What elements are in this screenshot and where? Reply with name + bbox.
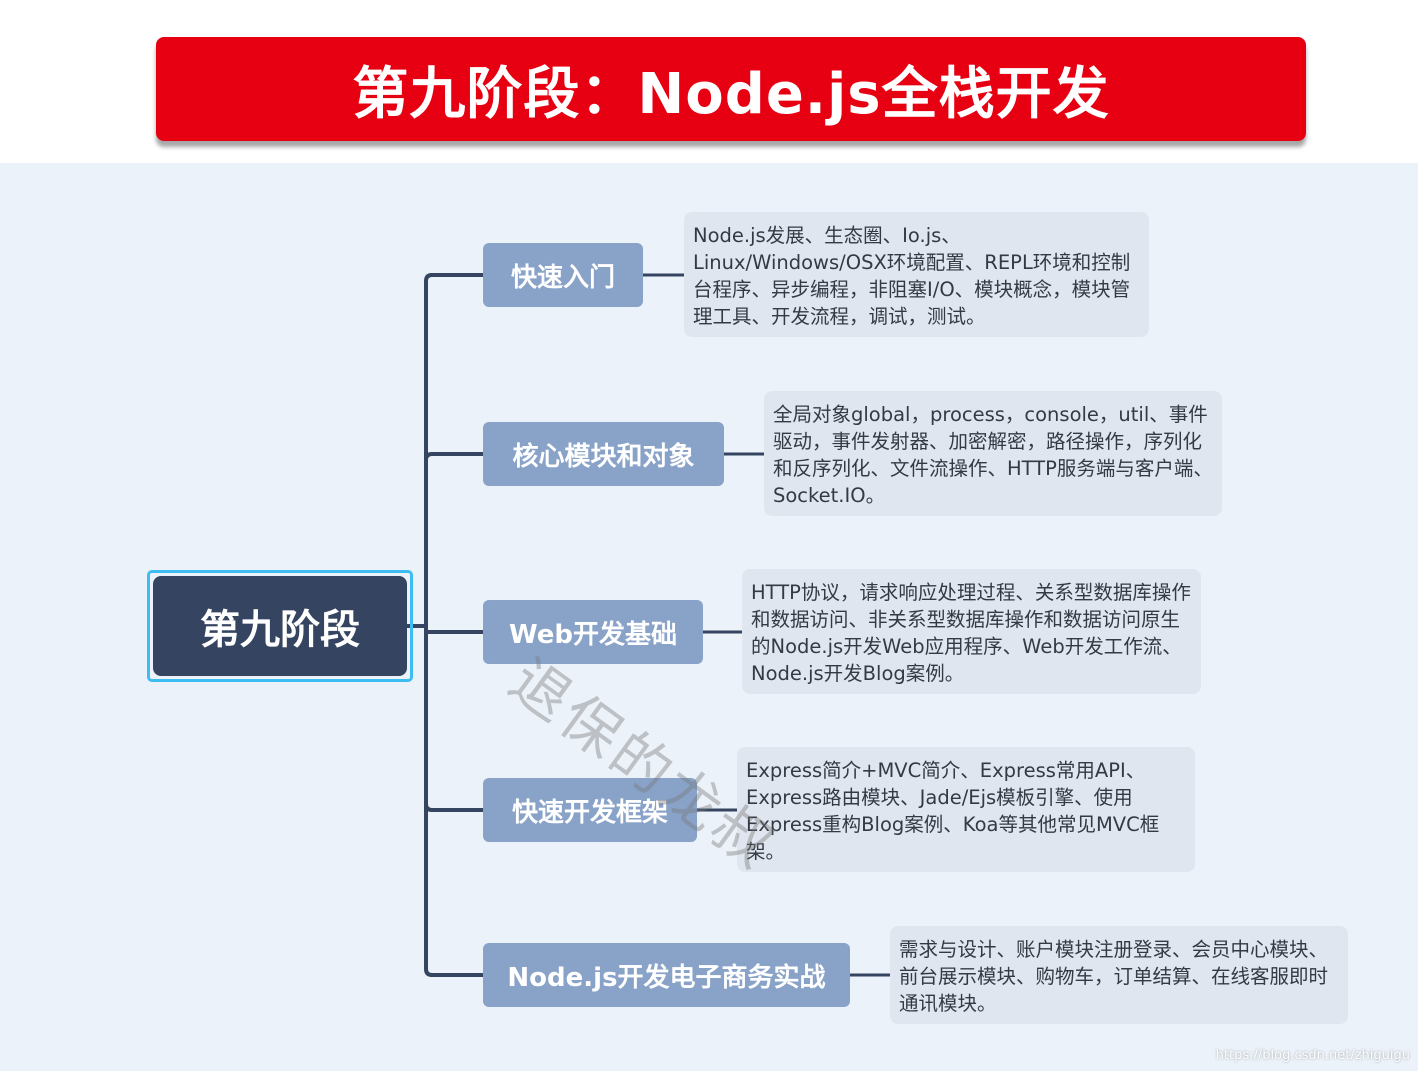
branch-node-ecommerce[interactable]: Node.js开发电子商务实战 xyxy=(483,943,850,1007)
note-frameworks: Express简介+MVC简介、Express常用API、Express路由模块… xyxy=(737,747,1195,872)
branch-connector-2 xyxy=(424,452,483,461)
branch-connector-4 xyxy=(424,803,483,812)
source-credit: https://blog.csdn.net/zhiguigu xyxy=(1215,1048,1410,1063)
note-core-modules: 全局对象global，process，console，util、事件驱动，事件发… xyxy=(764,391,1222,516)
branch-node-web-basics[interactable]: Web开发基础 xyxy=(483,600,703,664)
page-title: 第九阶段：Node.js全栈开发 xyxy=(352,61,1110,127)
note-ecommerce: 需求与设计、账户模块注册登录、会员中心模块、前台展示模块、购物车，订单结算、在线… xyxy=(890,926,1348,1024)
note-web-basics: HTTP协议，请求响应处理过程、关系型数据库操作和数据访问、非关系型数据库操作和… xyxy=(742,569,1201,694)
spine-connector xyxy=(424,273,433,977)
branch-node-frameworks[interactable]: 快速开发框架 xyxy=(483,778,697,842)
branch-node-core-modules[interactable]: 核心模块和对象 xyxy=(483,422,724,486)
root-node[interactable]: 第九阶段 xyxy=(153,576,407,676)
note-quick-start: Node.js发展、生态圈、Io.js、Linux/Windows/OSX环境配… xyxy=(684,212,1149,337)
root-selection-outline xyxy=(147,570,413,682)
branch-node-quick-start[interactable]: 快速入门 xyxy=(483,243,643,307)
title-banner: 第九阶段：Node.js全栈开发 xyxy=(156,37,1306,141)
